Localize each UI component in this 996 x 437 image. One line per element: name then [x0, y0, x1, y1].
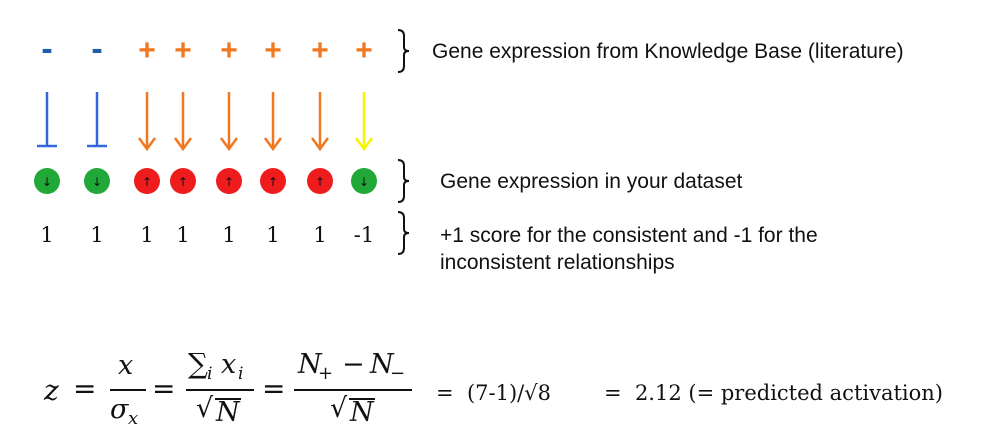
expression-arrow-8: ↓	[359, 175, 369, 189]
expression-arrow-5: ↑	[224, 175, 234, 189]
score-value-4: 1	[176, 223, 189, 247]
score-value-6: 1	[266, 223, 279, 247]
formula-frac1-bar	[110, 389, 146, 391]
expression-circle-7	[307, 168, 333, 194]
brace-knowledge-base	[397, 29, 410, 73]
formula-frac1-numerator: x	[118, 350, 134, 381]
expression-circle-3	[134, 168, 160, 194]
formula-n-minus-sub: −	[390, 363, 406, 384]
formula-frac3-n: N	[350, 397, 374, 428]
kb-sign-7: +	[311, 34, 329, 67]
expression-circle-5	[216, 168, 242, 194]
formula-calculation: = (7-1)/√8	[436, 381, 551, 405]
formula-n-minus: N	[370, 349, 394, 380]
formula-frac2-sqrt: √	[196, 393, 214, 424]
formula-minus: −	[342, 349, 365, 380]
dataset-label: Gene expression in your dataset	[440, 170, 743, 193]
row-braces	[397, 29, 410, 255]
brace-score	[397, 211, 410, 255]
expression-arrow-6: ↑	[268, 175, 278, 189]
formula-z: z	[44, 374, 59, 407]
formula-frac1-denominator: σ	[110, 394, 129, 425]
kb-sign-3: +	[138, 34, 156, 67]
expression-circle-2	[84, 168, 110, 194]
score-value-5: 1	[222, 223, 235, 247]
kb-sign-6: +	[264, 34, 282, 67]
formula-frac1-denominator-sub: x	[128, 408, 139, 429]
formula-frac3-sqrt-bar	[349, 398, 375, 400]
formula-frac3-sqrt: √	[330, 393, 348, 424]
expression-circle-1	[34, 168, 60, 194]
kb-sign-8: +	[355, 34, 373, 67]
formula-frac2-bar	[186, 389, 254, 391]
expression-circle-4	[170, 168, 196, 194]
score-value-8: -1	[354, 223, 374, 247]
formula-frac2-n: N	[216, 397, 240, 428]
brace-dataset	[397, 159, 410, 203]
kb-sign-1: -	[41, 30, 52, 68]
relation-arrow-3	[137, 92, 157, 152]
formula-result: = 2.12 (= predicted activation)	[604, 381, 943, 405]
score-label-line1: +1 score for the consistent and -1 for t…	[440, 224, 818, 247]
score-value-7: 1	[313, 223, 326, 247]
formula-sum-sub: i	[207, 364, 213, 384]
kb-sign-5: +	[220, 34, 238, 67]
expression-arrow-2: ↓	[92, 175, 102, 189]
formula-sum-var-sub: i	[238, 364, 244, 384]
relation-arrow-8	[354, 92, 374, 152]
formula-sum-var: x	[221, 349, 237, 380]
expression-arrow-3: ↑	[142, 175, 152, 189]
kb-sign-2: -	[91, 30, 102, 68]
formula-sum-symbol: ∑	[188, 347, 208, 380]
expression-circle-8	[351, 168, 377, 194]
score-value-3: 1	[140, 223, 153, 247]
formula-eq-1: =	[73, 372, 97, 405]
score-value-2: 1	[90, 223, 103, 247]
relation-arrow-7	[310, 92, 330, 152]
formula-frac2-sqrt-bar	[215, 398, 241, 400]
expression-circle-6	[260, 168, 286, 194]
relation-arrow-5	[219, 92, 239, 152]
expression-arrow-4: ↑	[178, 175, 188, 189]
formula-eq-3: =	[262, 372, 286, 405]
score-label-line2: inconsistent relationships	[440, 251, 675, 274]
score-value-1: 1	[40, 223, 53, 247]
relation-arrow-2	[87, 92, 107, 148]
relation-arrow-4	[173, 92, 193, 152]
expression-arrow-7: ↑	[315, 175, 325, 189]
relationship-arrows	[37, 92, 374, 152]
relation-arrow-1	[37, 92, 57, 148]
relation-arrow-6	[263, 92, 283, 152]
dataset-expression-circles: ↓ ↓ ↑ ↑ ↑ ↑ ↑ ↓	[34, 168, 377, 194]
formula-n-plus-sub: +	[318, 363, 334, 384]
formula-frac3-bar	[294, 389, 412, 391]
kb-sign-4: +	[174, 34, 192, 67]
knowledge-base-signs: - - + + + + + +	[41, 30, 372, 68]
knowledge-base-label: Gene expression from Knowledge Base (lit…	[432, 40, 904, 63]
formula-n-plus: N	[298, 349, 322, 380]
expression-arrow-1: ↓	[42, 175, 52, 189]
formula-eq-2: =	[152, 372, 176, 405]
